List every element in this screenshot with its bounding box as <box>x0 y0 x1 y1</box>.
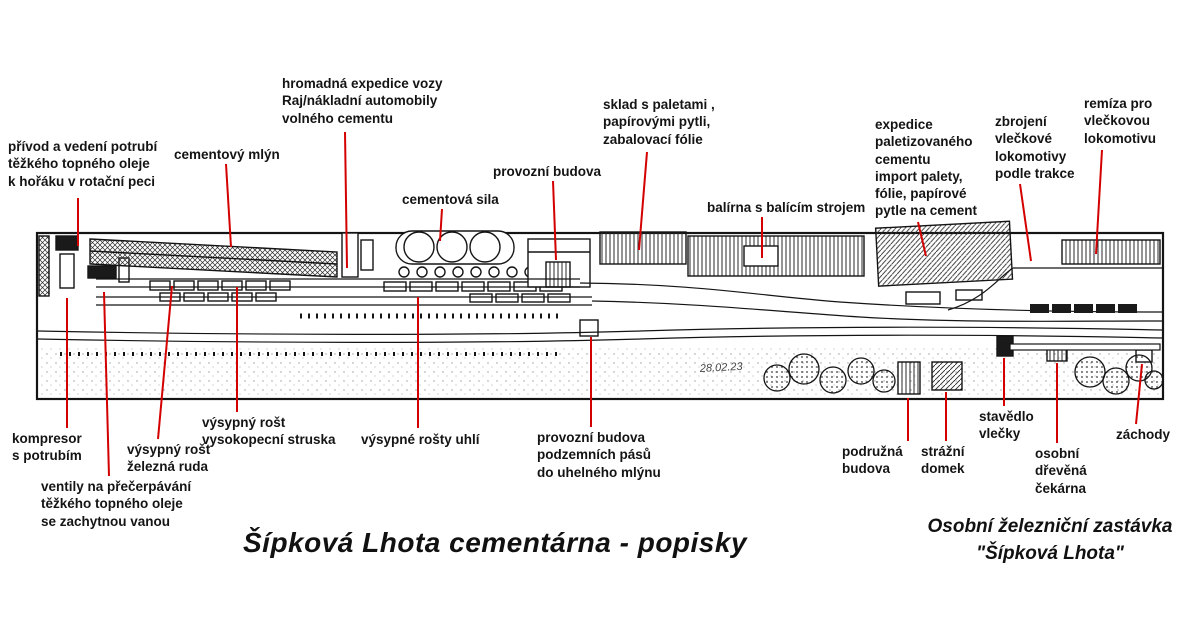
label-loco-supply: zbrojení vlečkové lokomotivy podle trakc… <box>995 114 1075 181</box>
label-compressor: kompresor s potrubím <box>12 431 82 464</box>
kiln-end-shape <box>38 235 50 297</box>
label-oil-valves: ventily na přečerpávání těžkého topného … <box>41 479 192 529</box>
label-chutes-coal: výsypné rošty uhlí <box>361 432 480 447</box>
label-auxiliary-building: podružná budova <box>842 444 903 477</box>
passenger-train <box>1030 304 1137 313</box>
label-signal-box: stavědlo vlečky <box>979 409 1034 442</box>
loading-ramp-shape <box>905 291 941 305</box>
trees <box>763 353 1164 395</box>
label-pallet-warehouse: sklad s paletami , papírovými pytli, zab… <box>603 97 715 147</box>
auxiliary-building-shape <box>897 361 921 395</box>
label-oil-supply: přívod a vedení potrubí těžkého topného … <box>8 139 158 189</box>
label-bulk-dispatch: hromadná expedice vozy Raj/nákladní auto… <box>282 76 443 126</box>
plan-date: 28.02.23 <box>699 361 744 375</box>
label-chute-slag: výsypný rošt vysokopecní struska <box>202 415 336 448</box>
loco-depot-shape <box>1061 239 1161 265</box>
packing-plant-shape <box>687 235 865 277</box>
palletized-dispatch-shape <box>874 220 1014 287</box>
operations-building-shape <box>527 238 591 288</box>
label-cement-silos: cementová sila <box>402 192 499 207</box>
pallet-warehouse-shape <box>599 231 687 265</box>
label-cement-mill: cementový mlýn <box>174 147 280 162</box>
elevator-tower-shape <box>341 232 359 278</box>
label-operations-building: provozní budova <box>493 164 601 179</box>
diagram-subtitle: Osobní železniční zastávka "Šípková Lhot… <box>927 516 1173 564</box>
oil-tank-shape <box>55 235 79 251</box>
label-underground-belts: provozní budova podzemních pásů do uheln… <box>537 430 661 480</box>
label-toilets: záchody <box>1116 427 1171 442</box>
pump-house-shape <box>59 253 75 289</box>
guard-house-shape <box>931 361 963 391</box>
label-packing-plant: balírna s balícím strojem <box>707 200 866 215</box>
label-wooden-shelter: osobní dřevěná čekárna <box>1035 446 1087 496</box>
tracks <box>37 267 1164 356</box>
label-chute-iron-ore: výsypný rošt železná ruda <box>127 442 211 475</box>
label-guard-house: strážní domek <box>921 444 965 477</box>
belt-hut-shape <box>579 319 599 337</box>
label-loco-depot: remíza pro vlečkovou lokomotivu <box>1084 96 1157 146</box>
platform-shape <box>1009 343 1161 351</box>
cement-silos-shape <box>395 230 536 278</box>
compressor-shape <box>87 265 117 279</box>
leader-lines <box>66 131 1143 477</box>
label-palletized-dispatch: expedice paletizovaného cementu import p… <box>875 117 978 219</box>
diagram-title: Šípková Lhota cementárna - popisky <box>243 527 748 558</box>
